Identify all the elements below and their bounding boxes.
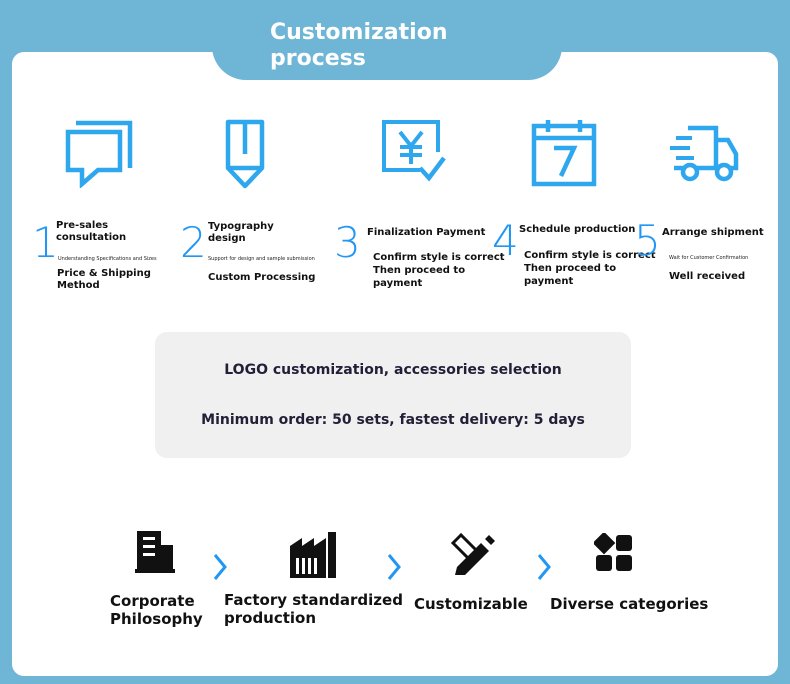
step-title: Finalization Payment — [367, 227, 486, 238]
info-line-minimum-order: Minimum order: 50 sets, fastest delivery… — [201, 412, 585, 428]
step-number: 5 — [634, 216, 661, 265]
step-title: Typography design — [208, 221, 274, 244]
step-number: 1 — [32, 218, 59, 267]
yen-payment-icon — [382, 120, 446, 182]
info-line-customization: LOGO customization, accessories selectio… — [224, 362, 562, 378]
step-detail: Confirm style is correct Then proceed to… — [373, 252, 505, 289]
step-title: Schedule production — [519, 224, 636, 235]
chevron-right-icon — [387, 554, 401, 580]
step-title: Arrange shipment — [662, 227, 764, 238]
edit-pencil-icon — [451, 533, 495, 575]
step-detail: Confirm style is correct Then proceed to… — [524, 250, 656, 287]
feature-label: Factory standardized production — [224, 591, 403, 627]
category-grid-icon — [594, 533, 632, 571]
step-detail: Price & Shipping Method — [57, 268, 151, 291]
feature-label: Customizable — [414, 595, 528, 613]
page-title: Customization process — [270, 20, 448, 71]
info-box: LOGO customization, accessories selectio… — [155, 332, 631, 458]
step-note: Wait for Customer Confirmation — [669, 255, 749, 261]
office-building-icon — [135, 531, 175, 573]
step-title: Pre-sales consultation — [56, 220, 127, 243]
delivery-truck-icon — [670, 125, 739, 182]
feature-label: Diverse categories — [550, 595, 709, 613]
step-detail: Custom Processing — [208, 272, 316, 283]
calendar-icon — [531, 120, 597, 187]
feature-label: Corporate Philosophy — [110, 592, 203, 628]
chevron-right-icon — [537, 554, 551, 580]
pencil-icon — [225, 119, 265, 189]
chevron-right-icon — [213, 554, 227, 580]
step-number: 3 — [334, 218, 361, 267]
step-number: 2 — [180, 218, 207, 267]
factory-icon — [290, 532, 336, 578]
title-tab — [212, 0, 562, 80]
step-note: Support for design and sample submission — [208, 256, 315, 262]
step-note: Understanding Specifications and Sizes — [58, 256, 157, 262]
step-number: 4 — [492, 216, 519, 265]
chat-bubble-icon — [65, 120, 133, 188]
step-detail: Well received — [669, 271, 746, 282]
